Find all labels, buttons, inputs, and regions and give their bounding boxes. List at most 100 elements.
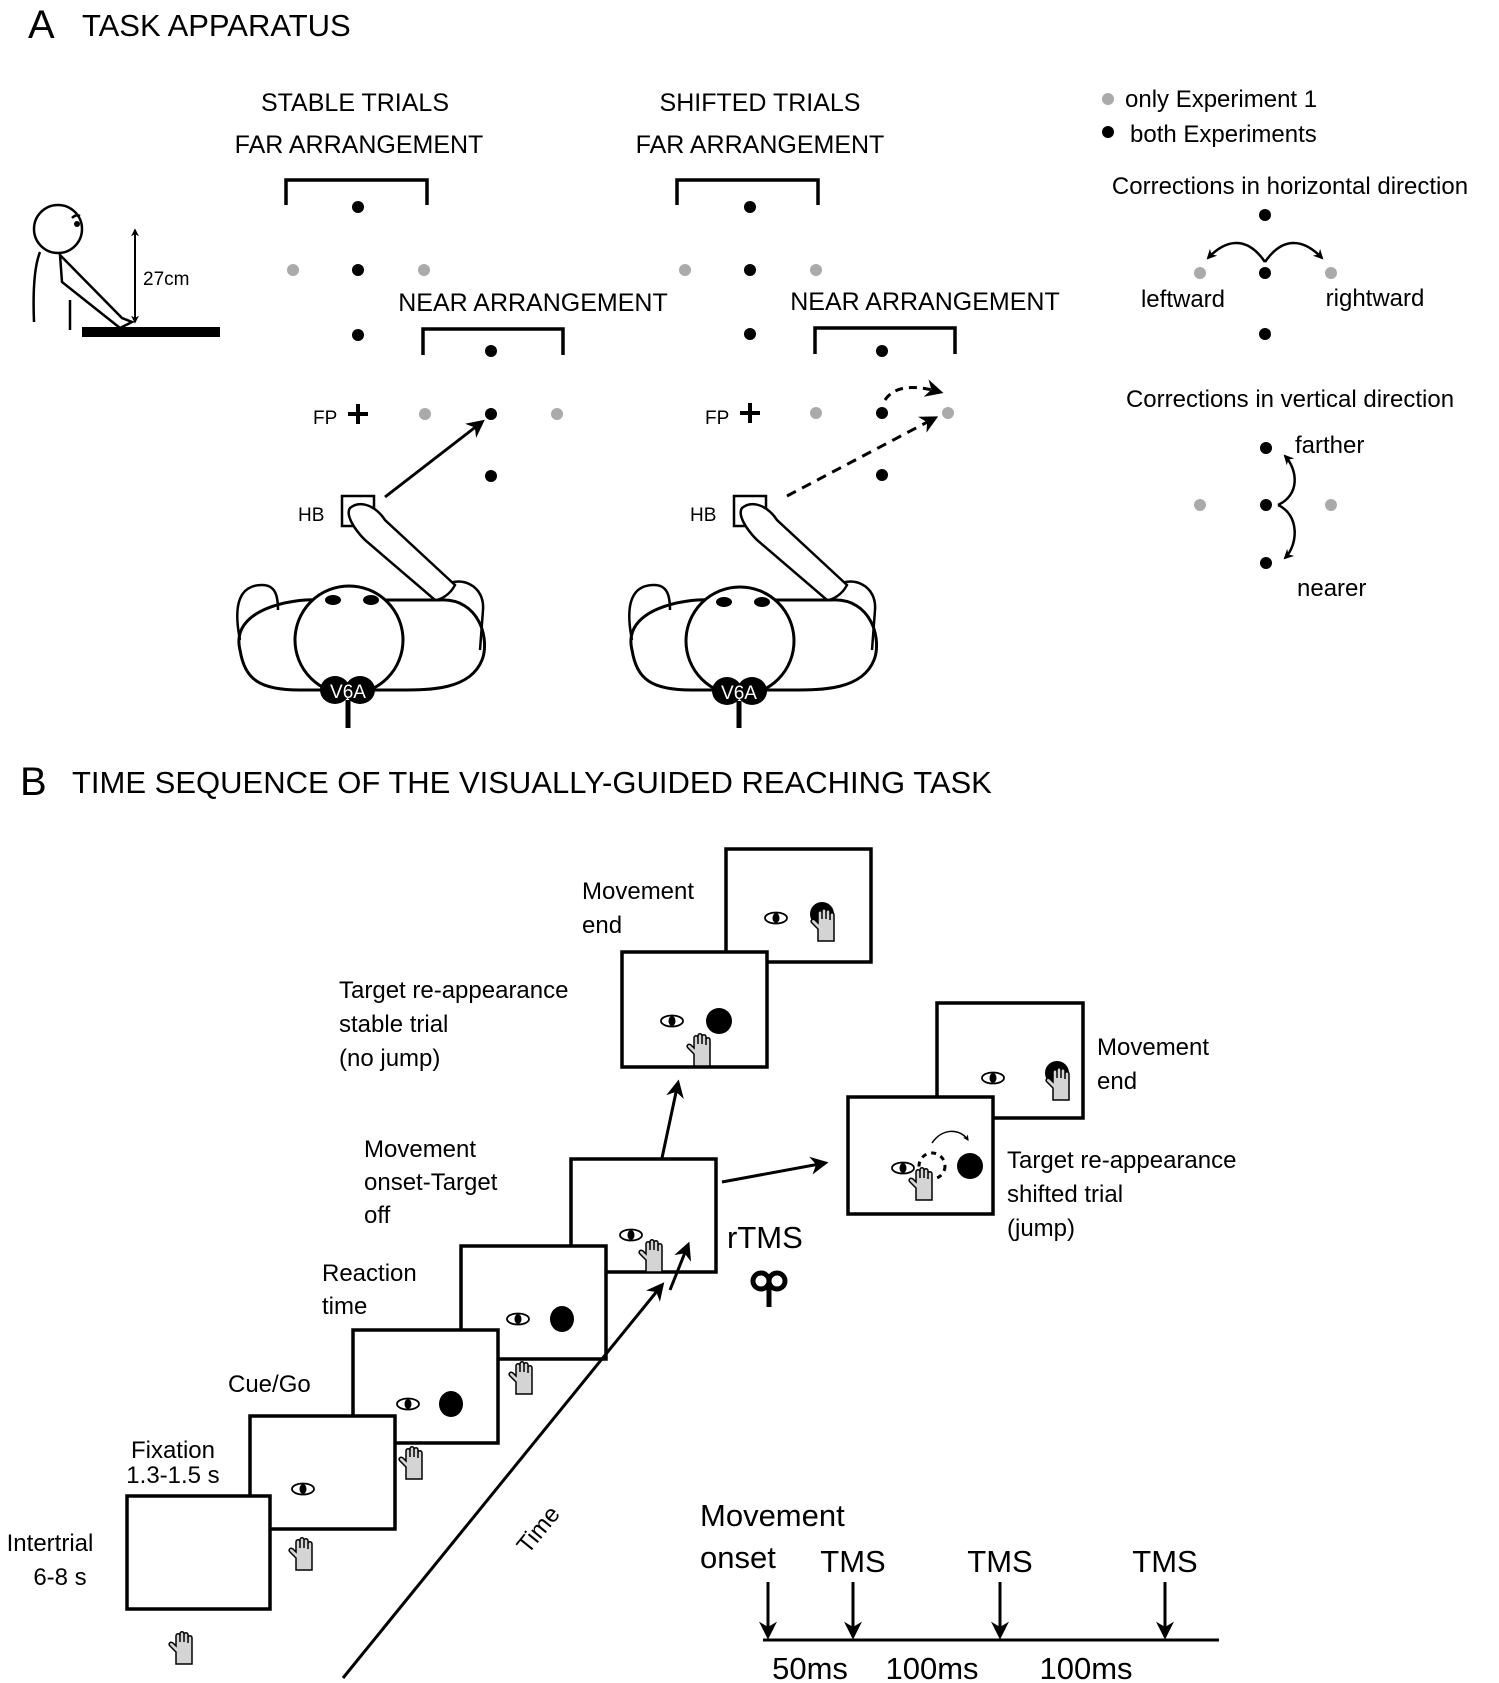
far-bracket (284, 178, 429, 205)
time-arrow (341, 1282, 665, 1679)
shifted-reappear-line3: (jump) (1007, 1215, 1075, 1242)
far-bracket (675, 178, 820, 205)
height-label: 27cm (143, 269, 189, 290)
table-surface (82, 327, 220, 337)
tms-pulse-label: TMS (820, 1544, 885, 1579)
frame-shifted-reappear (846, 1095, 995, 1216)
target-icon (957, 1153, 983, 1179)
tms-interval-group: 50ms 100ms 100ms (772, 1651, 1132, 1683)
frame-fixation (248, 1414, 397, 1571)
tms-pulse-group: TMS TMS TMS (759, 1544, 1198, 1640)
eye-icon (981, 1071, 1005, 1085)
target-dot (744, 201, 756, 213)
leftward-label: leftward (1141, 286, 1225, 313)
panel-a-letter: A (28, 3, 55, 47)
target-icon (439, 1391, 463, 1417)
target-dot (876, 469, 888, 481)
shifted-trials-diagram: SHIFTED TRIALS FAR ARRANGEMENT NEAR ARRA… (628, 89, 1060, 728)
stable-end-line1: Movement (582, 878, 694, 905)
stable-trials-diagram: STABLE TRIALS FAR ARRANGEMENT NEAR ARRAN… (235, 89, 668, 728)
target-dot (744, 264, 756, 276)
target-dot (744, 328, 756, 340)
shifted-reappear-line1: Target re-appearance (1007, 1147, 1236, 1174)
step-onset-line2: onset-Target (364, 1169, 498, 1196)
frame-movement-onset (569, 1157, 718, 1291)
target-dot (679, 264, 691, 276)
step-onset-line1: Movement (364, 1136, 476, 1163)
stable-reappear-line3: (no jump) (339, 1045, 440, 1072)
step-fixation-line1: Fixation (131, 1437, 215, 1464)
brain-area-label: V6A (721, 683, 757, 704)
legend-black-dot (1102, 126, 1114, 138)
target-dot (287, 264, 299, 276)
timeline-onset-line2: onset (700, 1540, 776, 1575)
frame-stable-end (724, 847, 873, 964)
brain-area-label: V6A (330, 682, 366, 703)
step-reaction-line2: time (322, 1293, 367, 1320)
eye-icon (660, 1014, 684, 1028)
hb-label: HB (298, 505, 324, 526)
hand-icon (168, 1631, 193, 1665)
tms-interval-label: 50ms (772, 1651, 848, 1683)
shifted-far-label: FAR ARRANGEMENT (636, 131, 885, 159)
eye-icon (619, 1228, 643, 1242)
target-dot (876, 345, 888, 357)
legend-black-label: both Experiments (1130, 121, 1317, 148)
shifted-near-label: NEAR ARRANGEMENT (790, 288, 1059, 316)
horizontal-corrections-diagram (1194, 209, 1337, 340)
target-dot (551, 408, 563, 420)
legend: only Experiment 1 both Experiments (1102, 86, 1317, 148)
fixation-cross-icon (348, 404, 368, 424)
rightward-label: rightward (1326, 285, 1425, 312)
fp-label: FP (705, 408, 729, 429)
panel-b-letter: B (20, 760, 47, 804)
frame-stable-reappear (620, 950, 769, 1069)
eye-icon (396, 1397, 420, 1411)
time-label: Time (512, 1501, 566, 1559)
target-icon (706, 1008, 732, 1034)
tms-pulse-label: TMS (967, 1544, 1032, 1579)
shifted-end-line2: end (1097, 1068, 1137, 1095)
stable-reappear-line2: stable trial (339, 1011, 448, 1038)
frame-intertrial (125, 1494, 272, 1665)
target-dot (419, 408, 431, 420)
corrected-reach-arrow (883, 379, 944, 401)
step-cue-go: Cue/Go (228, 1371, 311, 1398)
hb-label: HB (690, 505, 716, 526)
fixation-cross-icon (740, 403, 760, 423)
tms-pulse-label: TMS (1132, 1544, 1197, 1579)
stable-reappear-line1: Target re-appearance (339, 977, 568, 1004)
legend-gray-label: only Experiment 1 (1125, 86, 1317, 113)
vertical-corrections-diagram (1194, 442, 1337, 569)
tms-interval-label: 100ms (885, 1651, 978, 1683)
target-dot (485, 470, 497, 482)
target-dot (810, 407, 822, 419)
hand-icon (398, 1446, 423, 1480)
reach-arrow-dashed (786, 416, 939, 498)
eye-icon (291, 1482, 315, 1496)
target-icon (550, 1306, 574, 1332)
stable-branch-arrow (660, 1079, 684, 1159)
step-intertrial-line2: 6-8 s (33, 1564, 86, 1591)
stable-title: STABLE TRIALS (261, 89, 449, 117)
near-bracket (813, 326, 957, 354)
jump-arrow (931, 1130, 969, 1144)
stable-near-label: NEAR ARRANGEMENT (398, 289, 667, 317)
step-fixation-line2: 1.3-1.5 s (126, 1462, 219, 1489)
target-dot (810, 264, 822, 276)
tms-interval-label: 100ms (1039, 1651, 1132, 1683)
hand-icon (288, 1537, 313, 1571)
target-dot (485, 345, 497, 357)
eye-icon (891, 1161, 915, 1175)
fp-label: FP (313, 408, 337, 429)
panel-a-title: TASK APPARATUS (82, 8, 351, 43)
shifted-end-line1: Movement (1097, 1034, 1209, 1061)
shifted-reappear-line2: shifted trial (1007, 1181, 1123, 1208)
target-dot (352, 329, 364, 341)
step-reaction-line1: Reaction (322, 1260, 417, 1287)
step-onset-line3: off (364, 1202, 391, 1229)
vertical-corrections-title: Corrections in vertical direction (1126, 386, 1454, 413)
near-bracket (421, 327, 565, 355)
panel-b-title: TIME SEQUENCE OF THE VISUALLY-GUIDED REA… (72, 765, 992, 800)
